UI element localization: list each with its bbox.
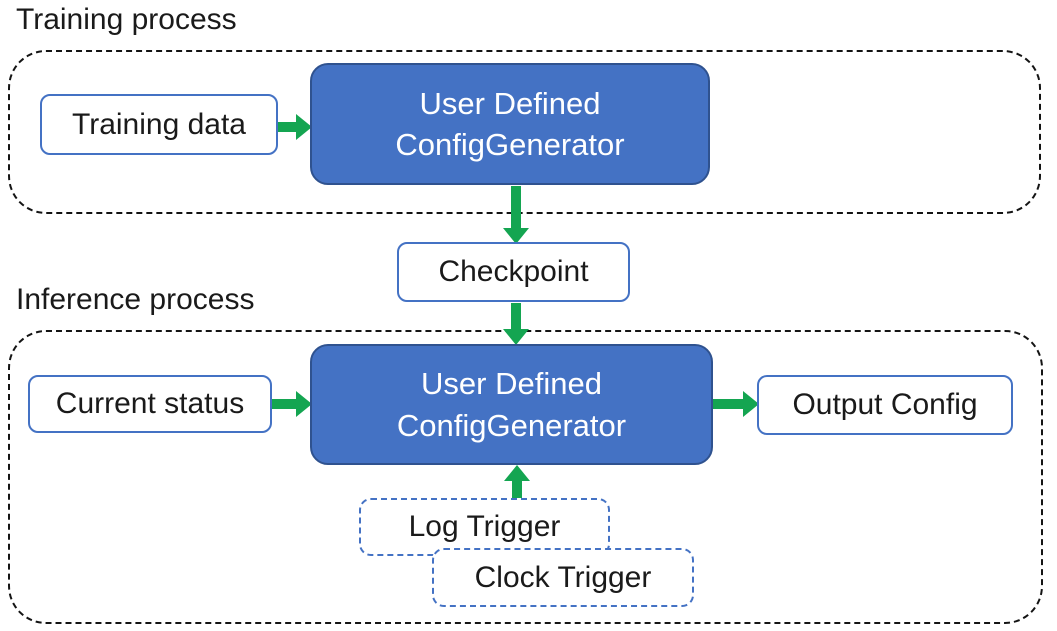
output-config-label: Output Config	[792, 388, 978, 421]
training-data-box: Training data	[40, 94, 278, 155]
inference-generator-label-line1: User Defined	[421, 366, 602, 402]
checkpoint-box: Checkpoint	[397, 242, 630, 302]
current-status-label: Current status	[55, 387, 245, 420]
inference-generator-label-line2: ConfigGenerator	[396, 407, 627, 443]
output-config-box: Output Config	[757, 375, 1013, 435]
inference-process-title: Inference process	[16, 283, 255, 316]
training-process-title: Training process	[16, 3, 237, 36]
current-status-box: Current status	[28, 375, 272, 433]
log-trigger-label: Log Trigger	[408, 510, 561, 543]
clock-trigger-box: Clock Trigger	[432, 548, 694, 607]
training-generator-label-line2: ConfigGenerator	[395, 127, 625, 162]
training-config-generator-box: User Defined ConfigGenerator	[310, 63, 710, 185]
training-generator-label-line1: User Defined	[419, 85, 601, 121]
clock-trigger-label: Clock Trigger	[474, 560, 652, 594]
inference-config-generator-box: User Defined ConfigGenerator	[310, 344, 713, 465]
checkpoint-label: Checkpoint	[438, 255, 589, 288]
training-data-label: Training data	[72, 107, 246, 141]
